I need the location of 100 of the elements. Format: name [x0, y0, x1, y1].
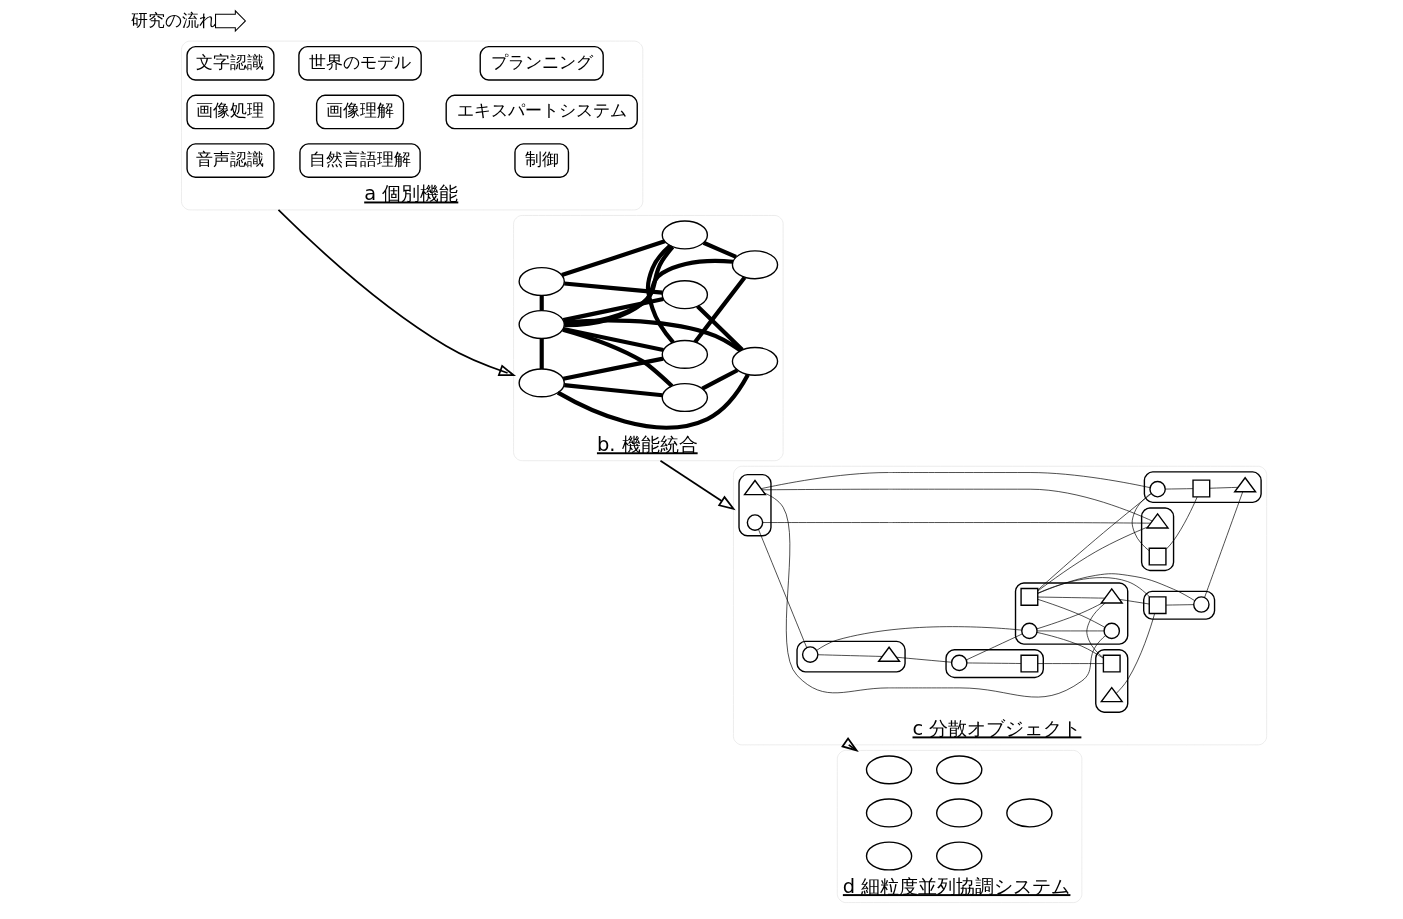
arrow	[659, 459, 736, 511]
connector	[696, 304, 744, 352]
connector	[817, 654, 883, 657]
node-triangle	[877, 646, 901, 662]
connector	[564, 245, 675, 328]
node-ellipse	[518, 368, 565, 398]
connector	[1037, 526, 1149, 592]
cluster	[796, 640, 906, 673]
connector	[563, 318, 742, 353]
node-ellipse	[661, 280, 709, 310]
connector	[1209, 487, 1239, 489]
connector	[693, 276, 747, 344]
node-box: 画像理解	[315, 94, 405, 130]
node-ellipse	[865, 841, 913, 871]
cluster	[738, 473, 772, 537]
cluster	[1143, 471, 1262, 504]
node-box	[1192, 479, 1211, 498]
connector	[564, 281, 663, 295]
cluster: c 分散オブジェクト	[733, 465, 1267, 746]
connector	[562, 297, 664, 323]
connector	[1036, 632, 1104, 659]
legend-label: 研究の流れ	[130, 11, 216, 31]
connector	[1119, 599, 1150, 605]
node-ellipse	[731, 250, 779, 280]
node-circle	[1103, 622, 1121, 640]
node-circle	[1021, 622, 1038, 640]
node-box: エキスパートシステム	[445, 94, 638, 130]
node-ellipse	[935, 755, 983, 785]
cluster: b. 機能統合	[513, 215, 784, 462]
connector	[1131, 493, 1152, 551]
node-ellipse	[935, 841, 983, 871]
connector	[1037, 493, 1152, 591]
connector	[1037, 596, 1106, 599]
cluster	[1143, 590, 1216, 620]
connector	[1165, 604, 1194, 606]
connector	[539, 295, 544, 311]
connector	[539, 338, 544, 369]
connector	[966, 633, 1023, 661]
node-box	[1020, 587, 1039, 606]
connector	[1036, 630, 1105, 632]
node-ellipse	[661, 220, 709, 250]
cluster: d 細粒度並列協調システム	[836, 750, 1083, 903]
connector	[1037, 577, 1150, 598]
node-box: 世界のモデル	[298, 45, 422, 81]
connector	[701, 368, 739, 391]
cluster	[945, 649, 1044, 679]
connector	[1204, 491, 1243, 598]
node-box: プランニング	[479, 45, 604, 81]
connector	[562, 327, 674, 388]
connector	[966, 662, 1022, 664]
connector	[758, 529, 808, 649]
connector	[564, 383, 663, 398]
node-circle	[950, 654, 968, 672]
node-box: 制御	[514, 143, 570, 178]
connector	[761, 488, 1153, 522]
node-box	[1020, 654, 1039, 673]
cluster	[1014, 582, 1129, 645]
connector	[561, 239, 666, 278]
node-box: 音声認識	[186, 143, 275, 178]
node-triangle	[743, 479, 767, 496]
node-ellipse	[518, 309, 565, 340]
node-box	[1148, 596, 1167, 615]
node-ellipse	[1006, 798, 1053, 828]
connector	[762, 522, 1151, 524]
connector	[1165, 496, 1198, 550]
connector	[702, 240, 737, 259]
node-triangle	[1145, 512, 1170, 529]
node-ellipse	[661, 382, 709, 413]
node-circle	[801, 646, 819, 663]
connector	[556, 373, 750, 430]
node-ellipse	[518, 266, 565, 297]
connector	[896, 656, 952, 663]
node-triangle	[1233, 476, 1257, 493]
node-ellipse	[731, 346, 779, 376]
connector	[1086, 602, 1106, 658]
connector	[816, 626, 1023, 651]
node-circle	[1149, 480, 1166, 498]
connector	[760, 472, 1151, 489]
connector	[562, 326, 664, 353]
connector	[645, 244, 675, 344]
connector	[1037, 573, 1195, 601]
connector	[562, 356, 664, 381]
node-box: 自然言語理解	[299, 143, 421, 178]
node-ellipse	[661, 339, 709, 369]
node-circle	[1193, 596, 1210, 613]
connector	[763, 492, 1106, 698]
node-circle	[746, 514, 764, 531]
arrow	[277, 209, 517, 377]
node-ellipse	[865, 755, 913, 785]
connector	[1037, 663, 1104, 664]
node-box: 画像処理	[186, 94, 275, 130]
node-ellipse	[865, 798, 913, 828]
connector	[1164, 488, 1194, 490]
node-ellipse	[935, 798, 983, 828]
node-triangle	[1099, 587, 1124, 604]
node-box	[1102, 654, 1121, 673]
node-box	[1148, 547, 1167, 566]
node-box: 文字認識	[186, 45, 275, 81]
cluster	[1095, 649, 1129, 713]
node-triangle	[1099, 686, 1124, 703]
